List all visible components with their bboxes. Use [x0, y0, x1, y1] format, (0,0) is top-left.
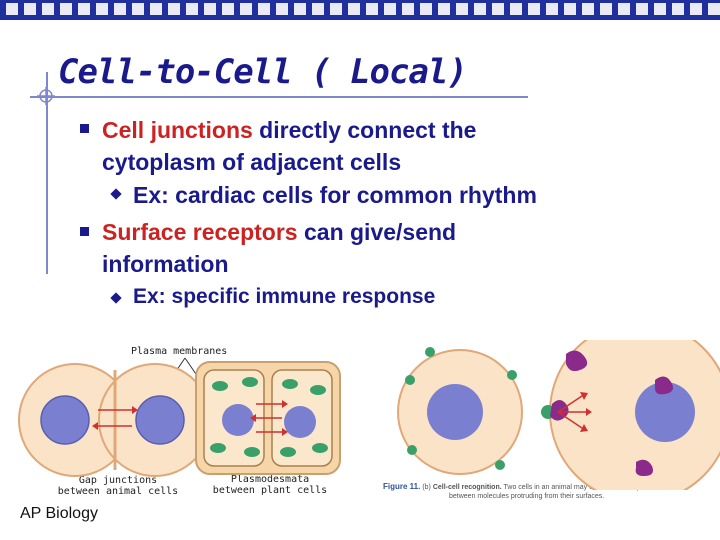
bullet-2-highlight: Surface receptors [102, 219, 298, 245]
nucleus [284, 406, 316, 438]
bullet-1-highlight: Cell junctions [102, 117, 253, 143]
decorative-horizontal-line [30, 96, 528, 98]
bullet-1-sub: Ex: cardiac cells for common rhythm [133, 182, 537, 208]
sub-bullet-diamond-icon [110, 292, 122, 304]
slide-title: Cell-to-Cell ( Local) [58, 52, 468, 92]
cell-junction-figure [18, 340, 720, 490]
plasmodesmata-caption: Plasmodesmata between plant cells [212, 474, 328, 496]
top-bar [0, 0, 720, 20]
gap-junctions-caption: Gap junctions between animal cells [57, 475, 179, 497]
nucleus [635, 382, 695, 442]
bullet-2-sub: Ex: specific immune response [133, 285, 436, 308]
bullet-2-rest: can give/send [297, 219, 457, 245]
decorative-vertical-line [46, 72, 48, 274]
bullet-2-line-1: Surface receptors can give/send [102, 219, 456, 246]
bullet-1-line-2: cytoplasm of adjacent cells [102, 149, 402, 175]
nucleus [40, 395, 90, 445]
nucleus [427, 384, 483, 440]
cell-cell-recognition [397, 340, 720, 490]
nucleus [135, 395, 185, 445]
plasma-membranes-label: Plasma membranes [131, 346, 228, 357]
footer-label: AP Biology [20, 505, 98, 522]
bullet-2-line-2: information [102, 251, 229, 277]
bullet-1-rest: directly connect the [252, 117, 477, 143]
sub-bullet-diamond-icon [110, 188, 122, 200]
nucleus [222, 404, 254, 436]
animal-cells-gap-junction [18, 363, 212, 477]
bullet-square-icon [80, 227, 89, 236]
figure-caption: Figure 11. (b) Cell-cell recognition. Tw… [383, 482, 675, 500]
plant-cells-plasmodesmata [195, 361, 341, 475]
bullet-square-icon [80, 124, 89, 133]
crosshair-icon [37, 87, 55, 105]
bullet-1-line-1: Cell junctions directly connect the [102, 117, 476, 144]
